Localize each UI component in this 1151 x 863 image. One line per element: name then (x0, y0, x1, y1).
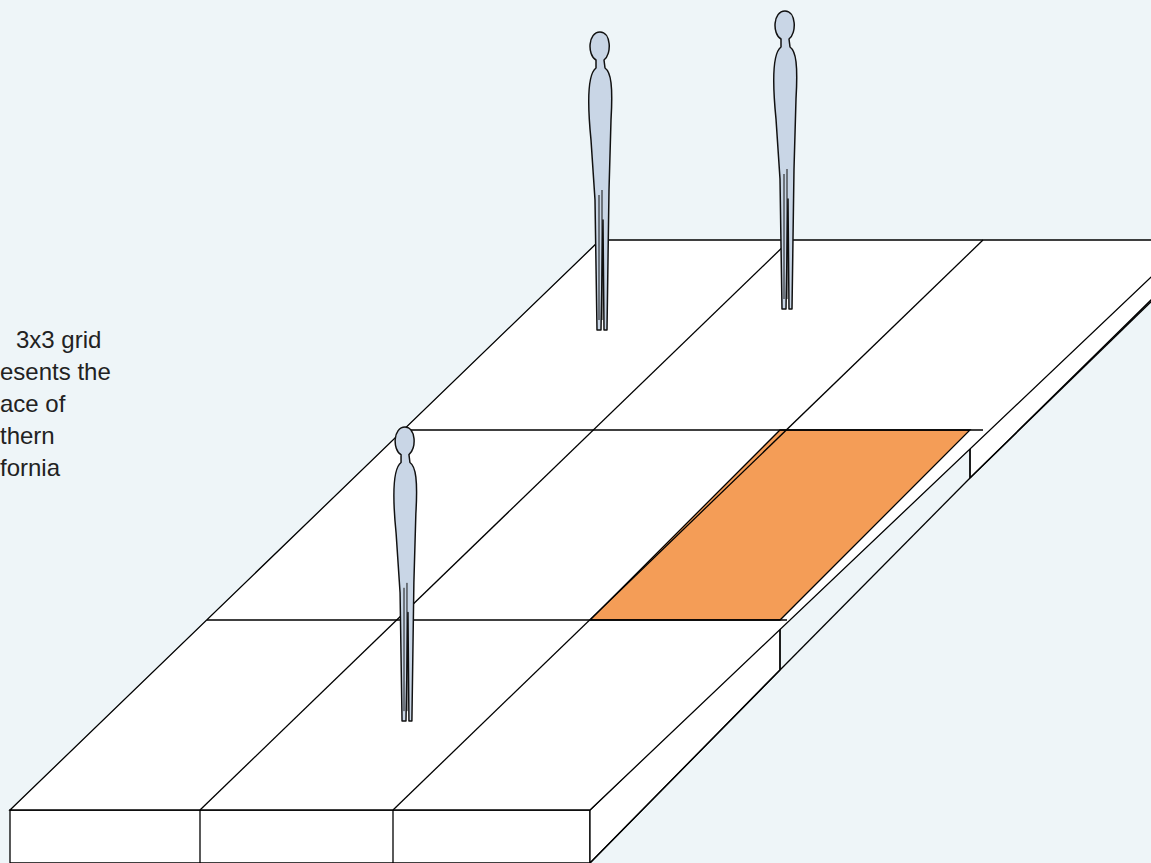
grid-surface (10, 230, 1151, 863)
person-figure (394, 427, 417, 721)
caption-line: esents the (0, 358, 111, 386)
caption-line: ace of (0, 390, 65, 418)
caption-line: 3x3 grid (16, 326, 101, 354)
caption-line: thern (0, 422, 55, 450)
person-figure (589, 32, 612, 330)
highlighted-cell (590, 430, 970, 620)
caption-line: fornia (0, 454, 60, 482)
person-figure (774, 11, 797, 309)
